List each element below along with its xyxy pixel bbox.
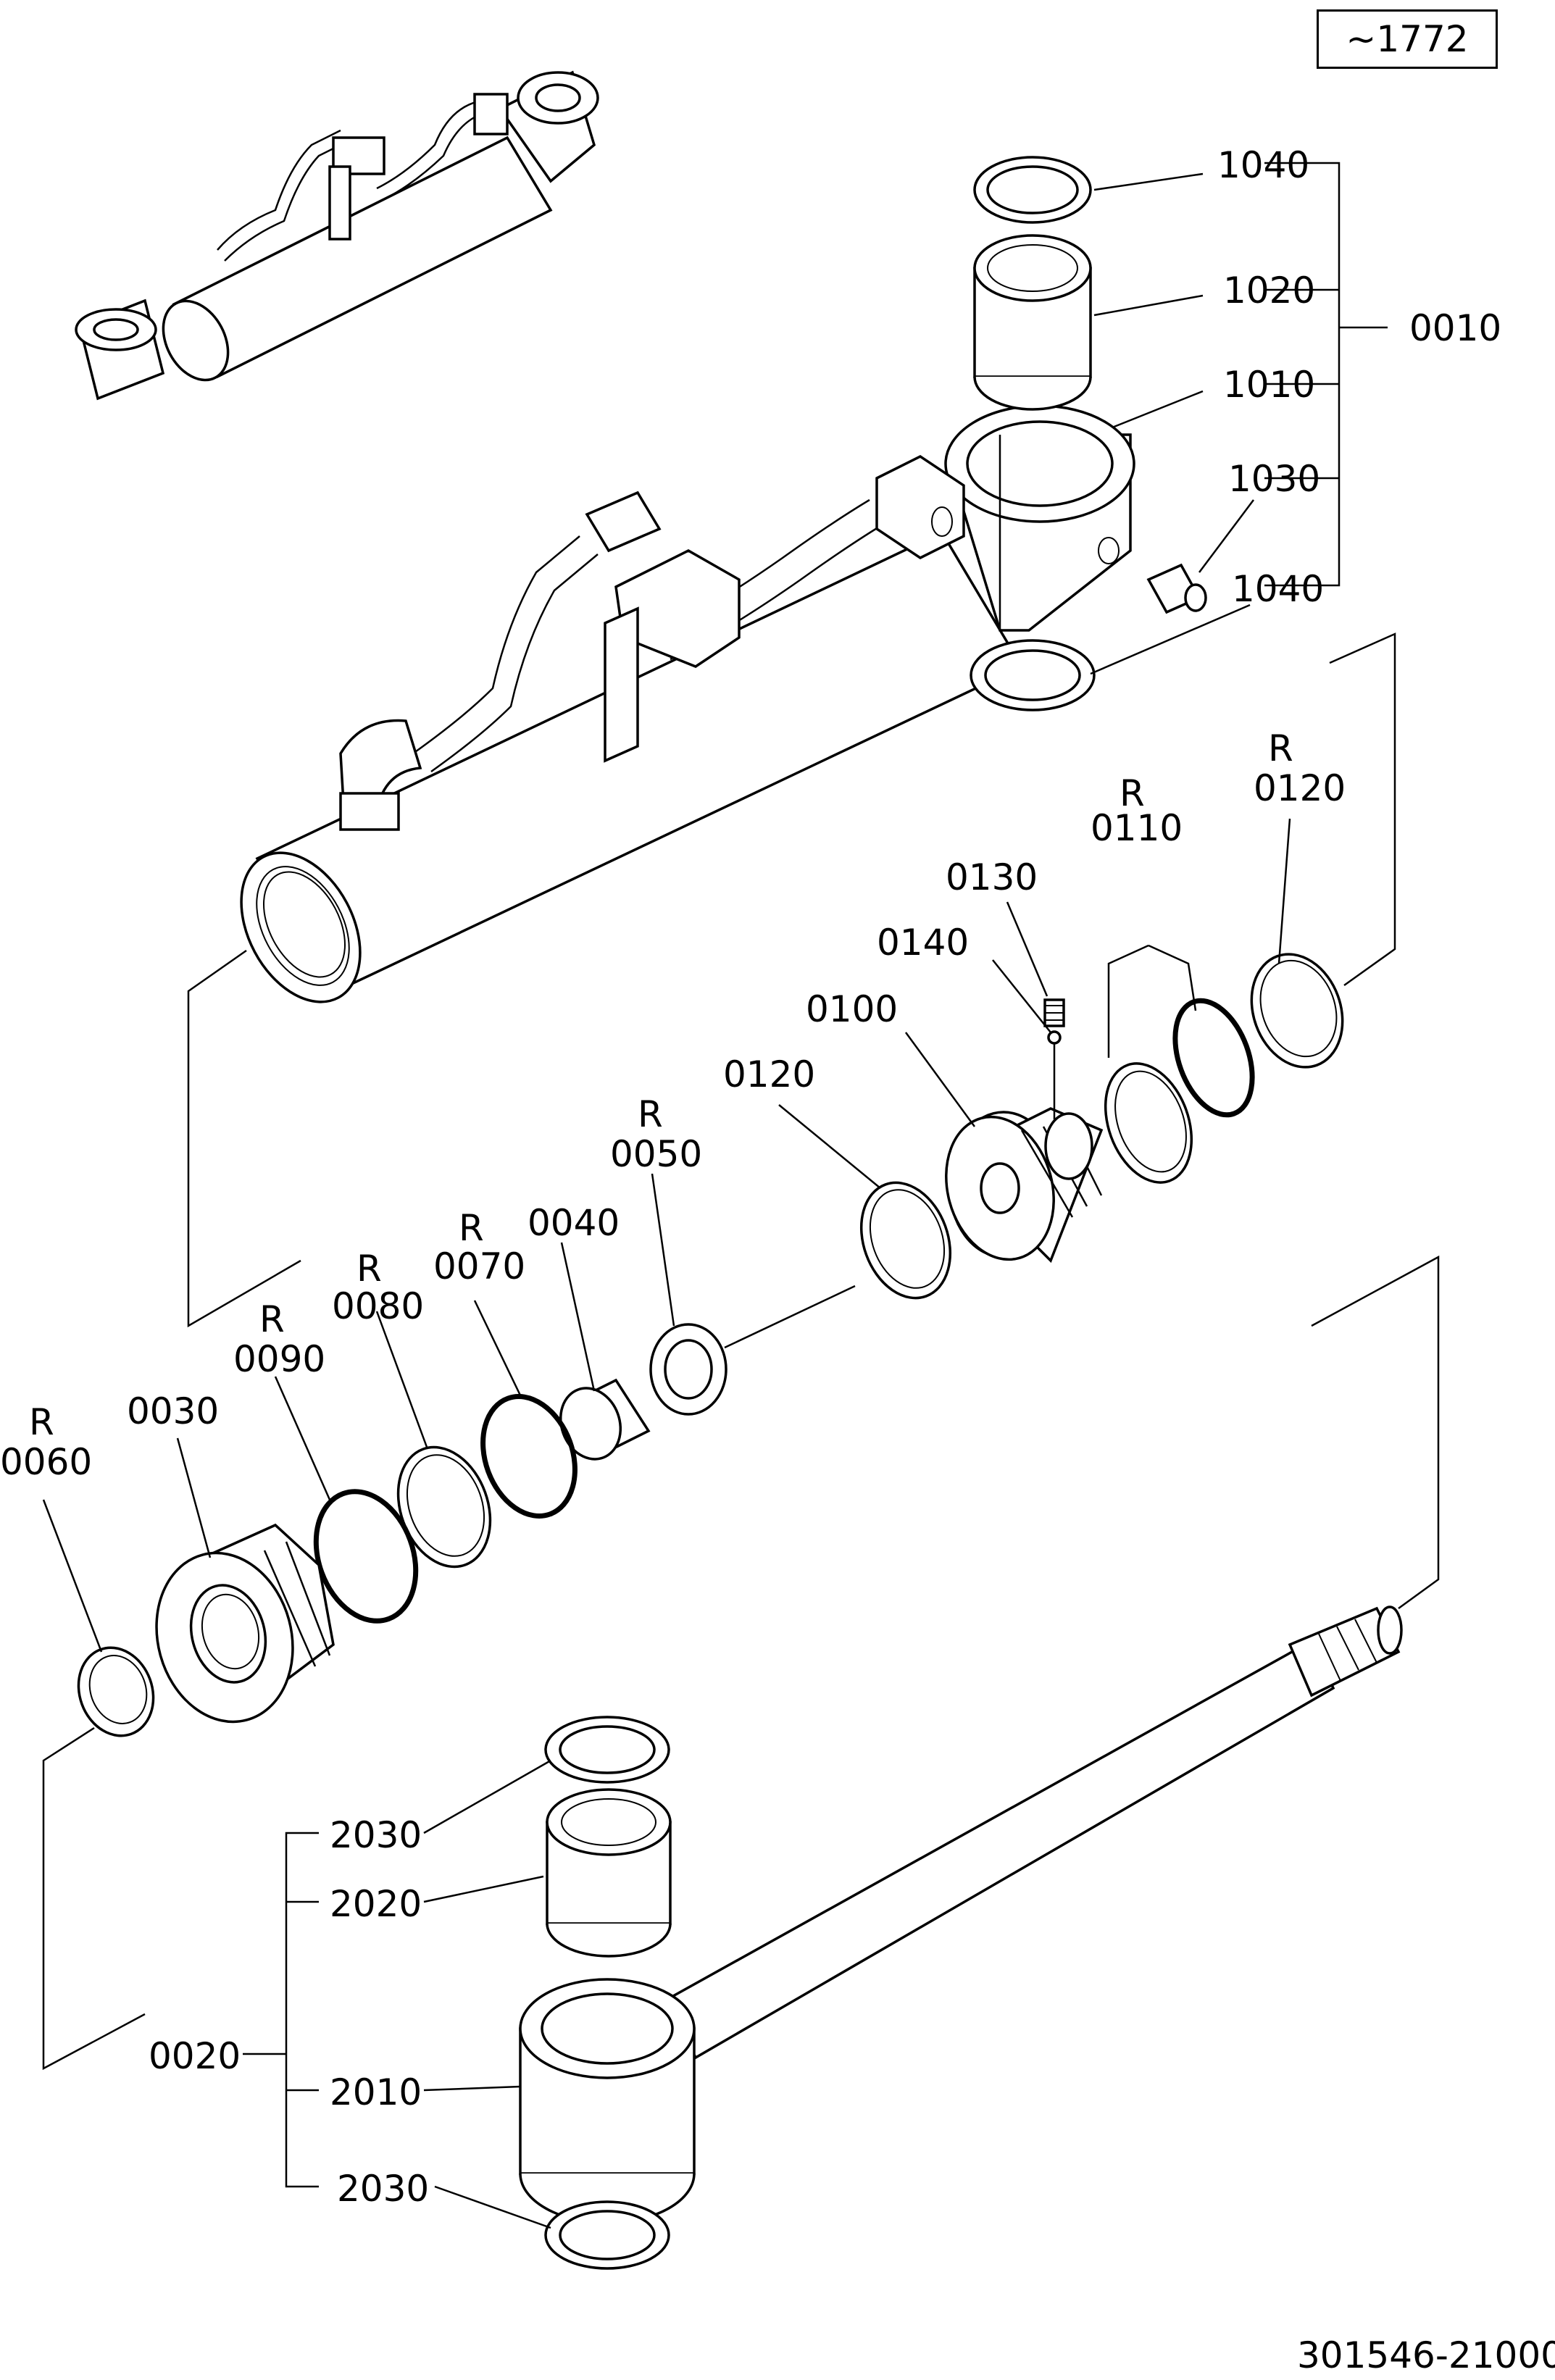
label-0010: 0010 xyxy=(1409,307,1501,349)
bracket-0010 xyxy=(1264,162,1388,587)
assembly-outline-lines xyxy=(42,632,1440,2071)
rod-cover-0030 xyxy=(155,1523,335,1724)
label-0120-right: 0120 xyxy=(1254,767,1346,809)
label-0070-r: R xyxy=(459,1207,484,1249)
label-1020: 1020 xyxy=(1223,270,1315,312)
bracket-0020 xyxy=(243,1832,319,2188)
overview-cylinder-illustration xyxy=(75,70,599,401)
label-0120-mid: 0120 xyxy=(723,1053,815,1095)
bushing-2020 xyxy=(544,1716,672,1958)
o-ring-0070 xyxy=(480,1394,578,1519)
label-1010: 1010 xyxy=(1223,364,1315,406)
label-2020: 2020 xyxy=(330,1883,422,1925)
seal-0110 xyxy=(1104,998,1255,1184)
label-0030: 0030 xyxy=(127,1390,219,1432)
collar-0040 xyxy=(559,1378,651,1461)
label-2010: 2010 xyxy=(330,2071,422,2113)
ball-0140 xyxy=(1047,1030,1062,1119)
label-0090-r: R xyxy=(259,1298,285,1340)
label-0050: 0050 xyxy=(610,1133,702,1175)
label-0110: 0110 xyxy=(1091,807,1183,849)
label-0080: 0080 xyxy=(332,1285,424,1327)
grease-fitting-1030 xyxy=(1146,563,1207,614)
label-0090: 0090 xyxy=(233,1338,325,1380)
spacer-0050 xyxy=(649,1323,728,1416)
label-0110-r: R xyxy=(1120,772,1145,814)
label-0100: 0100 xyxy=(806,988,898,1030)
leader-lines xyxy=(42,172,1291,2229)
label-0040: 0040 xyxy=(528,1202,620,1244)
label-0120-right-r: R xyxy=(1268,727,1293,769)
o-ring-0090 xyxy=(313,1489,419,1624)
label-0080-r: R xyxy=(357,1248,382,1290)
backup-ring-0080 xyxy=(396,1445,492,1569)
label-0140: 0140 xyxy=(877,922,969,964)
label-1030: 1030 xyxy=(1228,458,1320,500)
label-0060-r: R xyxy=(29,1401,54,1443)
cylinder-tube-1010 xyxy=(240,404,1135,1003)
label-1040-top: 1040 xyxy=(1217,144,1309,186)
label-0050-r: R xyxy=(638,1093,663,1135)
drawing-number: 301546-21000 xyxy=(1297,2334,1555,2376)
label-2030-top: 2030 xyxy=(330,1814,422,1856)
label-1040-bottom: 1040 xyxy=(1232,568,1324,610)
serial-range-box: ~1772 xyxy=(1317,9,1498,69)
setscrew-0130 xyxy=(1043,998,1065,1027)
label-0060: 0060 xyxy=(0,1441,92,1483)
bushing-1020 xyxy=(973,156,1092,411)
dust-wiper-0060 xyxy=(77,1646,155,1737)
part-labels: 1040 1020 0010 1010 1030 1040 R 0120 R 0… xyxy=(0,144,1555,2376)
piston-0100 xyxy=(945,1107,1104,1264)
wear-ring-0120-right xyxy=(1250,953,1344,1069)
label-0130: 0130 xyxy=(946,856,1038,898)
dust-seal-1040-bottom xyxy=(970,639,1096,711)
wear-ring-0120-mid xyxy=(859,1181,952,1300)
label-2030-bottom: 2030 xyxy=(337,2168,429,2210)
label-0020: 0020 xyxy=(149,2035,241,2077)
label-0070: 0070 xyxy=(433,1245,525,1287)
dust-seal-2030-bottom xyxy=(544,2200,670,2270)
